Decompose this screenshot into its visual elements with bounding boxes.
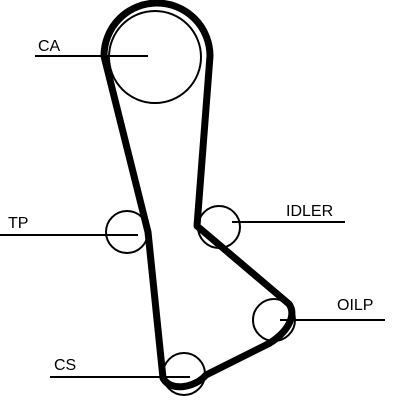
timing-belt <box>100 0 296 391</box>
tensioner-pulley <box>105 210 149 254</box>
crankshaft-pulley <box>162 352 206 396</box>
camshaft-label: CA <box>38 38 61 55</box>
idler-label: IDLER <box>286 203 333 220</box>
idler-pulley <box>197 205 241 249</box>
tensioner-label: TP <box>8 215 28 232</box>
oil-pump-label: OILP <box>337 297 373 314</box>
crankshaft-label: CS <box>54 357 76 374</box>
